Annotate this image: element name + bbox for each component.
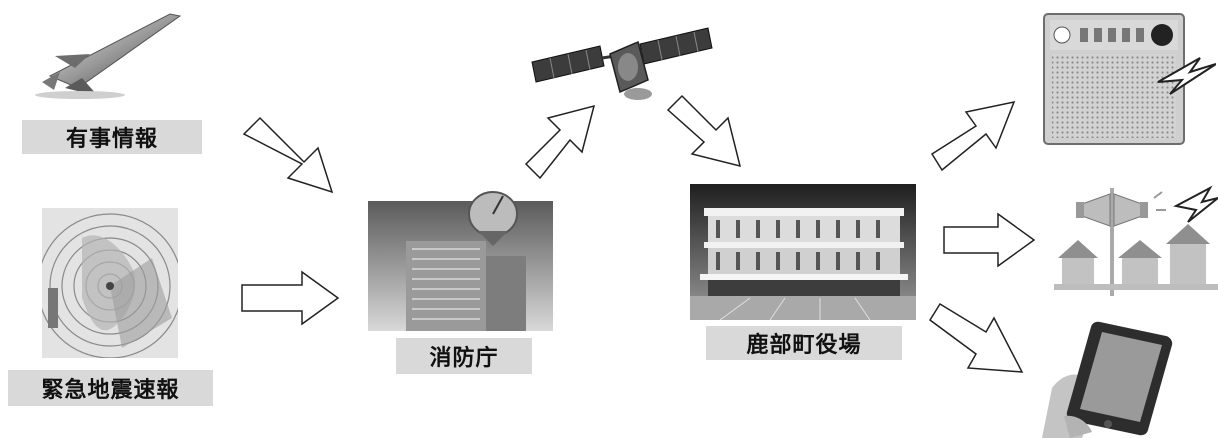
satellite-icon [528, 22, 716, 104]
emergency-info-label: 有事情報 [22, 120, 202, 154]
radio-receiver-icon [1040, 10, 1216, 148]
fdma-label: 消防庁 [396, 338, 532, 374]
earthquake-warning-label: 緊急地震速報 [8, 370, 213, 406]
loudspeaker-houses-icon [1054, 184, 1218, 296]
fdma-building-antenna-icon [368, 186, 553, 331]
arrow-satellite-to-town-office [666, 94, 742, 168]
arrow-to-smartphone [928, 302, 1024, 373]
town-office-building-icon [690, 184, 916, 320]
seismic-map-icon [42, 208, 178, 358]
arrow-fdma-to-satellite [524, 104, 596, 180]
town-office-label: 鹿部町役場 [706, 326, 902, 360]
arrow-to-radio-receiver [930, 100, 1016, 172]
arrow-emergency-to-fdma [242, 116, 334, 194]
missile-icon [20, 6, 190, 101]
arrow-to-loudspeaker [943, 212, 1036, 268]
arrow-earthquake-to-fdma [241, 270, 340, 326]
smartphone-hand-icon [1042, 318, 1182, 438]
